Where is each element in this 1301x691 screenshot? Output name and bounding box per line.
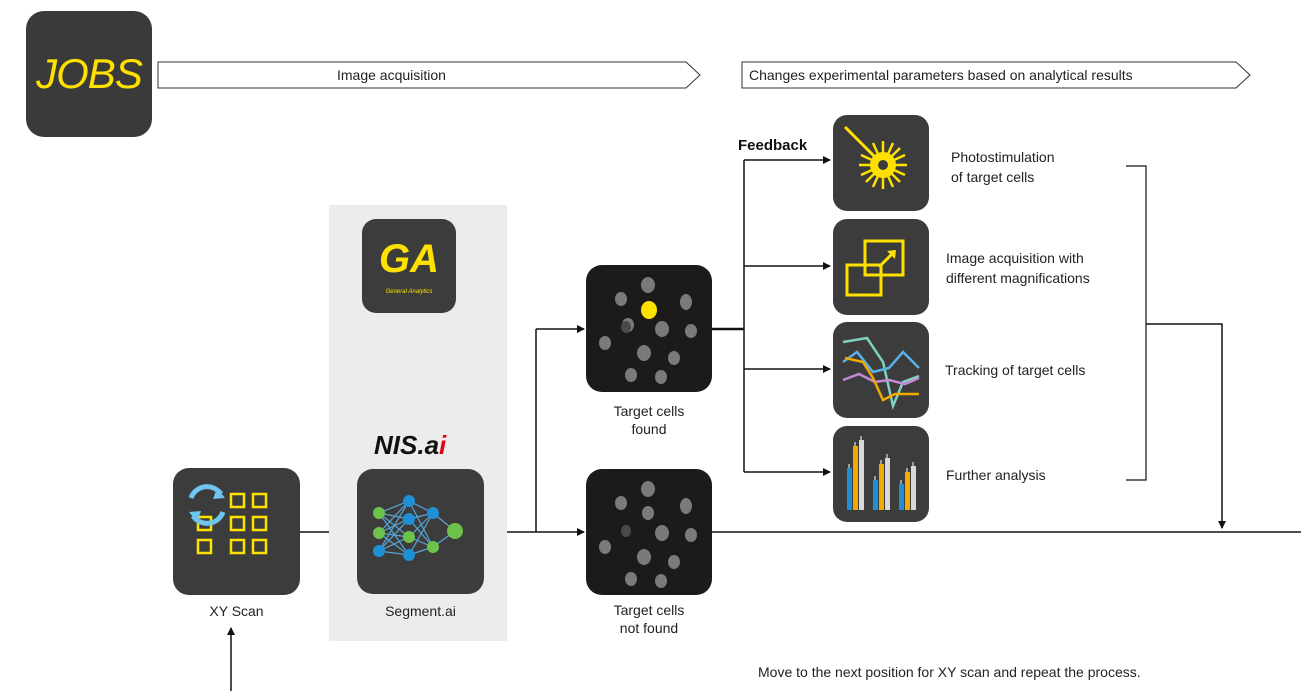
magnification-icon <box>845 239 905 297</box>
nis-ai-logo: NIS.ai <box>374 430 446 461</box>
option-photostimulation-label: Photostimulation of target cells <box>951 147 1055 187</box>
feedback-label: Feedback <box>738 137 808 154</box>
nis-ai-prefix: NIS.a <box>374 430 440 460</box>
ga-title: GA <box>379 237 439 281</box>
segment-ai-tile <box>357 469 484 594</box>
bar-chart-icon <box>847 436 916 510</box>
magnification-tile <box>833 219 929 315</box>
cells-not-found-line1: Target cells <box>613 602 685 618</box>
jobs-logo-text: JOBS <box>36 50 143 97</box>
cells-not-found-label: Target cells not found <box>571 601 727 637</box>
option-photostimulation-line1: Photostimulation <box>951 149 1055 165</box>
option-analysis-line1: Further analysis <box>946 467 1046 483</box>
banner-arrow-right <box>741 61 1251 89</box>
option-analysis-label: Further analysis <box>946 465 1046 485</box>
option-magnification-line1: Image acquisition with <box>946 250 1084 266</box>
cells-found-tile <box>586 265 712 392</box>
photostimulation-icon <box>843 125 907 189</box>
banner-changes-parameters: Changes experimental parameters based on… <box>749 67 1133 83</box>
tracking-tile <box>833 322 929 418</box>
cells-found-image <box>599 277 697 384</box>
banner-image-acquisition: Image acquisition <box>337 67 446 83</box>
cells-not-found-line2: not found <box>619 620 679 636</box>
cells-found-line1: Target cells <box>613 403 685 419</box>
cells-not-found-image <box>599 481 697 588</box>
ga-logo: GA General Analytics <box>362 219 456 313</box>
photostimulation-tile <box>833 115 929 211</box>
tracking-icon <box>842 336 920 411</box>
cells-found-label: Target cells found <box>571 402 727 438</box>
neural-network-icon <box>373 495 463 561</box>
option-photostimulation-line2: of target cells <box>951 169 1035 185</box>
xy-scan-icon <box>188 484 268 555</box>
segment-ai-label: Segment.ai <box>385 603 456 619</box>
option-magnification-line2: different magnifications <box>946 270 1090 286</box>
option-tracking-label: Tracking of target cells <box>945 360 1085 380</box>
cells-found-line2: found <box>631 421 667 437</box>
repeat-process-text: Move to the next position for XY scan an… <box>758 664 1141 680</box>
analysis-tile <box>833 426 929 522</box>
ga-subtitle: General Analytics <box>385 289 433 295</box>
option-magnification-label: Image acquisition with different magnifi… <box>946 248 1090 288</box>
nis-ai-suffix: i <box>439 430 447 460</box>
banner-arrow-left <box>157 61 701 89</box>
jobs-logo: JOBS <box>26 11 152 137</box>
cells-not-found-tile <box>586 469 712 595</box>
xy-scan-tile <box>173 468 300 595</box>
option-tracking-line1: Tracking of target cells <box>945 362 1086 378</box>
xy-scan-label: XY Scan <box>209 603 264 619</box>
